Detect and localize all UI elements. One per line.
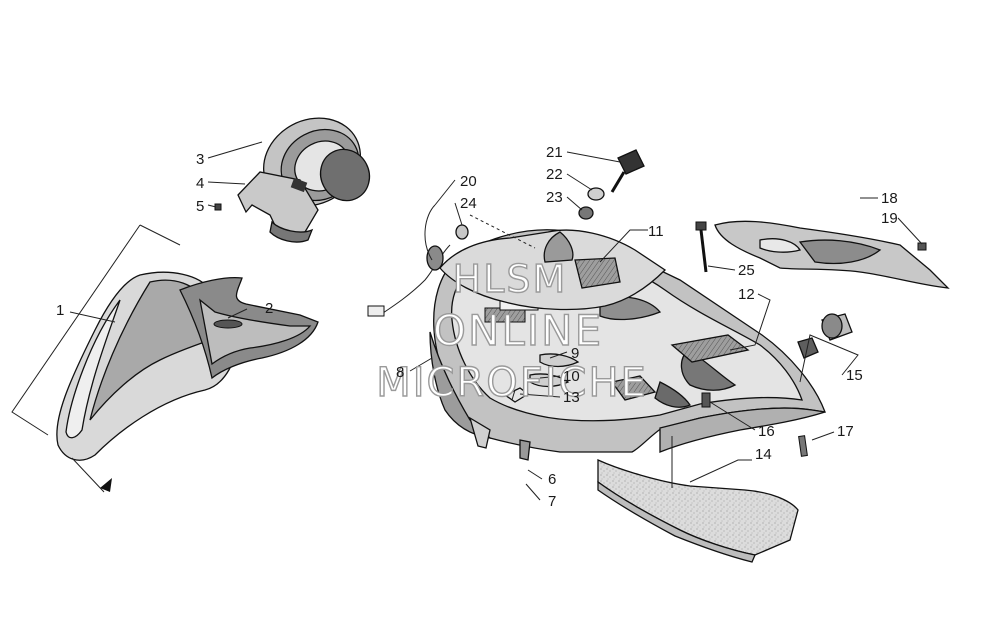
callout-2: 2 [265,300,273,317]
watermark-line-1: HLSM [453,257,568,301]
callout-3: 3 [196,151,204,168]
part-19-screw [917,242,927,251]
part-23-nut [578,206,594,220]
watermark: HLSM ONLINE MICROFICHE [375,256,648,406]
part-17-bolt [798,435,808,457]
watermark-line-2: ONLINE [433,306,603,355]
part-1-front-panel [11,224,241,493]
part-21-key [610,149,645,193]
callout-24: 24 [460,195,477,212]
callout-22: 22 [546,166,563,183]
callout-17: 17 [837,423,854,440]
part-11-top-cover [439,229,667,311]
callout-23: 23 [546,189,563,206]
callout-10: 10 [563,368,580,385]
leader-lines [69,141,923,501]
callout-20: 20 [460,173,477,190]
part-24-socket [455,224,469,240]
callout-labels: 1 2 3 4 5 6 7 8 9 10 13 11 12 14 15 16 1… [56,144,898,510]
callout-14: 14 [755,446,772,463]
callout-25: 25 [738,262,755,279]
callout-11: 13 [563,389,580,406]
callout-8: 8 [396,364,404,381]
callout-9: 9 [571,345,579,362]
part-22-washer [587,187,605,201]
part-20-wiring [367,204,536,317]
part-18-handle-cover [714,220,950,289]
watermark-line-3: MICROFICHE [376,360,648,406]
part-14-footrest [597,436,799,563]
part-2-side-panel [179,276,319,380]
callout-15: 15 [846,367,863,384]
callout-12: 12 [738,286,755,303]
part-4-bracket [237,171,319,243]
part-12-pad [610,334,750,401]
part-15-latch [797,313,853,359]
part-16-bolt [701,392,711,408]
part-25-long-bolt [695,221,708,273]
part-13-clip [503,387,530,403]
callout-21: 21 [546,144,563,161]
callout-5: 5 [196,198,204,215]
callout-6: 6 [548,471,556,488]
callout-11b: 11 [648,223,664,240]
callout-4: 4 [196,175,204,192]
callout-7: 7 [548,493,556,510]
callout-1: 1 [56,302,64,319]
callout-19: 19 [881,210,898,227]
callout-18: 18 [881,190,898,207]
callout-16: 16 [758,423,775,440]
